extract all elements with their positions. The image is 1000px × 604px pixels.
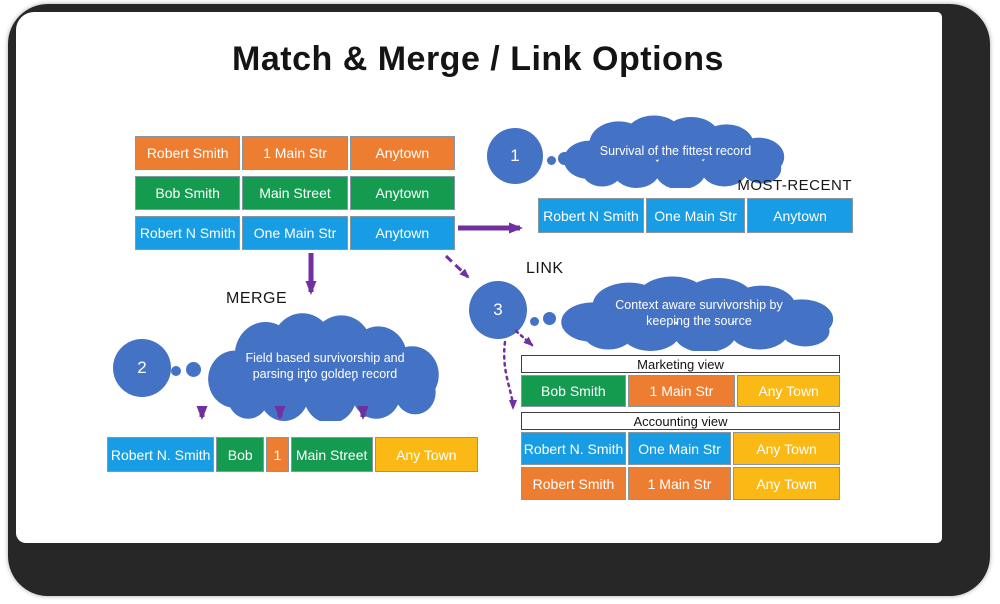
most-recent-label: MOST-RECENT: [737, 177, 852, 194]
table-cell: Any Town: [374, 437, 479, 472]
table-cell: One Main Str: [628, 432, 732, 465]
thought-dot: [186, 362, 201, 377]
merge-result-row: Robert N. Smith Bob 1 Main Street Any To…: [107, 437, 479, 472]
table-cell: Main Street: [290, 437, 373, 472]
step-number: 1: [510, 146, 520, 165]
cloud-shape: [561, 276, 834, 351]
thought-cloud-merge: Field based survivorship and parsing int…: [202, 311, 448, 421]
merge-label: MERGE: [226, 290, 288, 307]
cloud-text: Field based survivorship and parsing int…: [245, 350, 405, 381]
table-cell: Robert N Smith: [538, 198, 644, 233]
table-cell: Any Town: [737, 375, 840, 407]
thought-cloud-most-recent: Survival of the fittest record: [558, 114, 793, 188]
table-cell: Bob: [216, 437, 265, 472]
step-circle-1: 1: [487, 128, 543, 184]
table-cell: Bob Smith: [521, 375, 626, 407]
step-circle-3: 3: [469, 281, 527, 339]
thought-dot: [171, 366, 181, 376]
table-cell: Anytown: [349, 216, 455, 250]
table-cell: Anytown: [349, 176, 455, 210]
thought-dot: [530, 317, 539, 326]
cloud-shape: [563, 115, 785, 188]
source-row-1: Robert Smith 1 Main Str Anytown: [135, 136, 455, 170]
table-cell: Any Town: [733, 432, 840, 465]
table-cell: Bob Smith: [135, 176, 241, 210]
accounting-view-header: Accounting view: [521, 412, 840, 430]
slide-title: Match & Merge / Link Options: [232, 40, 724, 78]
accounting-view-table: Accounting view Robert N. Smith One Main…: [521, 412, 840, 500]
marketing-view-header: Marketing view: [521, 355, 840, 373]
step-number: 3: [493, 300, 503, 319]
cloud-text: Context aware survivorship by keeping th…: [615, 297, 783, 328]
table-cell: Robert Smith: [135, 136, 241, 170]
table-cell: 1 Main Str: [627, 375, 736, 407]
accounting-row-2: Robert Smith 1 Main Str Any Town: [521, 467, 840, 500]
accounting-row-1: Robert N. Smith One Main Str Any Town: [521, 432, 840, 465]
table-cell: One Main Str: [645, 198, 746, 233]
table-cell: 1: [266, 437, 289, 472]
table-cell: 1 Main Str: [242, 136, 348, 170]
table-cell: Anytown: [349, 136, 455, 170]
link-label: LINK: [526, 260, 564, 277]
table-cell: One Main Str: [242, 216, 348, 250]
table-cell: Main Street: [242, 176, 348, 210]
source-row-2: Bob Smith Main Street Anytown: [135, 176, 455, 210]
marketing-view-table: Marketing view Bob Smith 1 Main Str Any …: [521, 355, 840, 407]
table-cell: Robert N. Smith: [521, 432, 626, 465]
table-cell: 1 Main Str: [628, 467, 732, 500]
marketing-row: Bob Smith 1 Main Str Any Town: [521, 375, 840, 407]
thought-dot: [543, 312, 556, 325]
table-cell: Robert Smith: [521, 467, 626, 500]
table-cell: Any Town: [733, 467, 840, 500]
thought-cloud-link: Context aware survivorship by keeping th…: [554, 275, 844, 351]
cloud-text: Survival of the fittest record: [599, 143, 752, 158]
thought-dot: [547, 156, 556, 165]
table-cell: Robert N. Smith: [107, 437, 215, 472]
table-cell: Anytown: [747, 198, 854, 233]
step-circle-2: 2: [113, 339, 171, 397]
table-cell: Robert N Smith: [135, 216, 241, 250]
source-row-3: Robert N Smith One Main Str Anytown: [135, 216, 455, 250]
cloud-shape: [208, 313, 439, 421]
step-number: 2: [137, 358, 147, 377]
most-recent-row: Robert N Smith One Main Str Anytown: [538, 198, 854, 233]
